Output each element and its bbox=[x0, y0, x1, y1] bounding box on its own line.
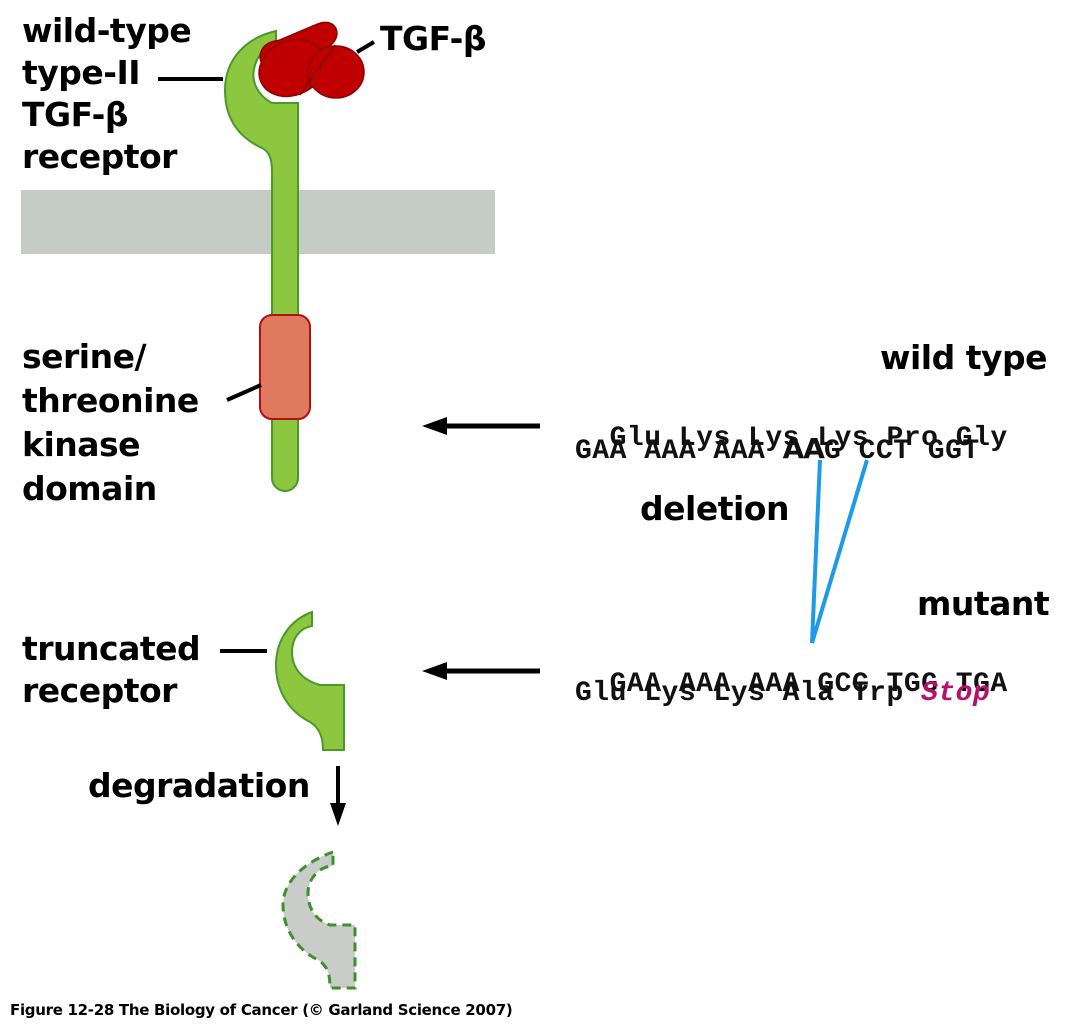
codon: AAA bbox=[748, 669, 800, 700]
codons: G CCT GGT bbox=[823, 436, 980, 467]
codon: GCC bbox=[817, 669, 870, 700]
aa: Lys bbox=[817, 423, 870, 454]
wildtype-amino-acids: Glu Lys Lys Lys Pro Gly bbox=[575, 392, 1008, 454]
label-line: threonine bbox=[22, 381, 199, 420]
label-line: domain bbox=[22, 469, 157, 508]
wildtype-codons: GAA AAA AAA AAG CCT GGT bbox=[575, 432, 980, 467]
label-deletion: deletion bbox=[640, 489, 789, 528]
label-kinase-domain: serine/ threonine kinase domain bbox=[22, 335, 199, 511]
aa: Gly bbox=[955, 423, 1008, 454]
label-line: TGF-β bbox=[22, 95, 128, 134]
label-line: kinase bbox=[22, 425, 141, 464]
truncated-receptor bbox=[274, 610, 345, 751]
label-line: type-II bbox=[22, 53, 141, 92]
arrow-left-wildtype-icon bbox=[422, 417, 540, 435]
arrow-left-mutant-icon bbox=[422, 662, 540, 680]
mutant-codons: GAA AAA AAA GCC TGG TGA bbox=[575, 638, 1008, 700]
label-line: wild-type bbox=[22, 11, 192, 50]
heading-wild-type: wild type bbox=[880, 338, 1048, 377]
cell-membrane bbox=[21, 190, 495, 254]
aa: Lys bbox=[748, 423, 800, 454]
figure-caption: Figure 12-28 The Biology of Cancer (© Ga… bbox=[10, 1001, 513, 1019]
aa: Glu bbox=[609, 423, 662, 454]
codon: GAA bbox=[609, 669, 662, 700]
label-line: receptor bbox=[22, 671, 177, 710]
amino-acids: Glu Lys Lys Ala Trp bbox=[575, 678, 922, 709]
label-truncated-receptor: truncated receptor bbox=[22, 628, 201, 712]
label-line: truncated bbox=[22, 629, 201, 668]
codon: TGG bbox=[886, 669, 939, 700]
label-line: receptor bbox=[22, 137, 177, 176]
label-tgf-beta: TGF-β bbox=[380, 19, 486, 58]
deleted-bases: AA bbox=[782, 432, 825, 465]
label-wildtype-receptor: wild-type type-II TGF-β receptor bbox=[22, 10, 192, 178]
leader-tgf-beta bbox=[355, 40, 376, 54]
codon: TGA bbox=[955, 669, 1008, 700]
codons: GAA AAA AAA bbox=[575, 436, 783, 467]
kinase-domain bbox=[259, 314, 311, 420]
deletion-lines bbox=[810, 459, 869, 644]
stop-codon: Stop bbox=[921, 678, 991, 709]
degraded-receptor bbox=[281, 849, 357, 990]
codon: AAA bbox=[678, 669, 731, 700]
tgf-beta-ligand bbox=[258, 21, 365, 99]
degradation-arrow-icon bbox=[330, 766, 346, 826]
aa: Lys bbox=[678, 423, 731, 454]
wildtype-receptor bbox=[223, 29, 299, 492]
label-degradation: degradation bbox=[88, 766, 310, 805]
aa: Pro bbox=[886, 423, 939, 454]
mutant-amino-acids: Glu Lys Lys Ala Trp Stop bbox=[575, 678, 990, 709]
heading-mutant: mutant bbox=[917, 584, 1050, 623]
label-line: serine/ bbox=[22, 337, 147, 376]
leader-kinase bbox=[226, 383, 262, 402]
